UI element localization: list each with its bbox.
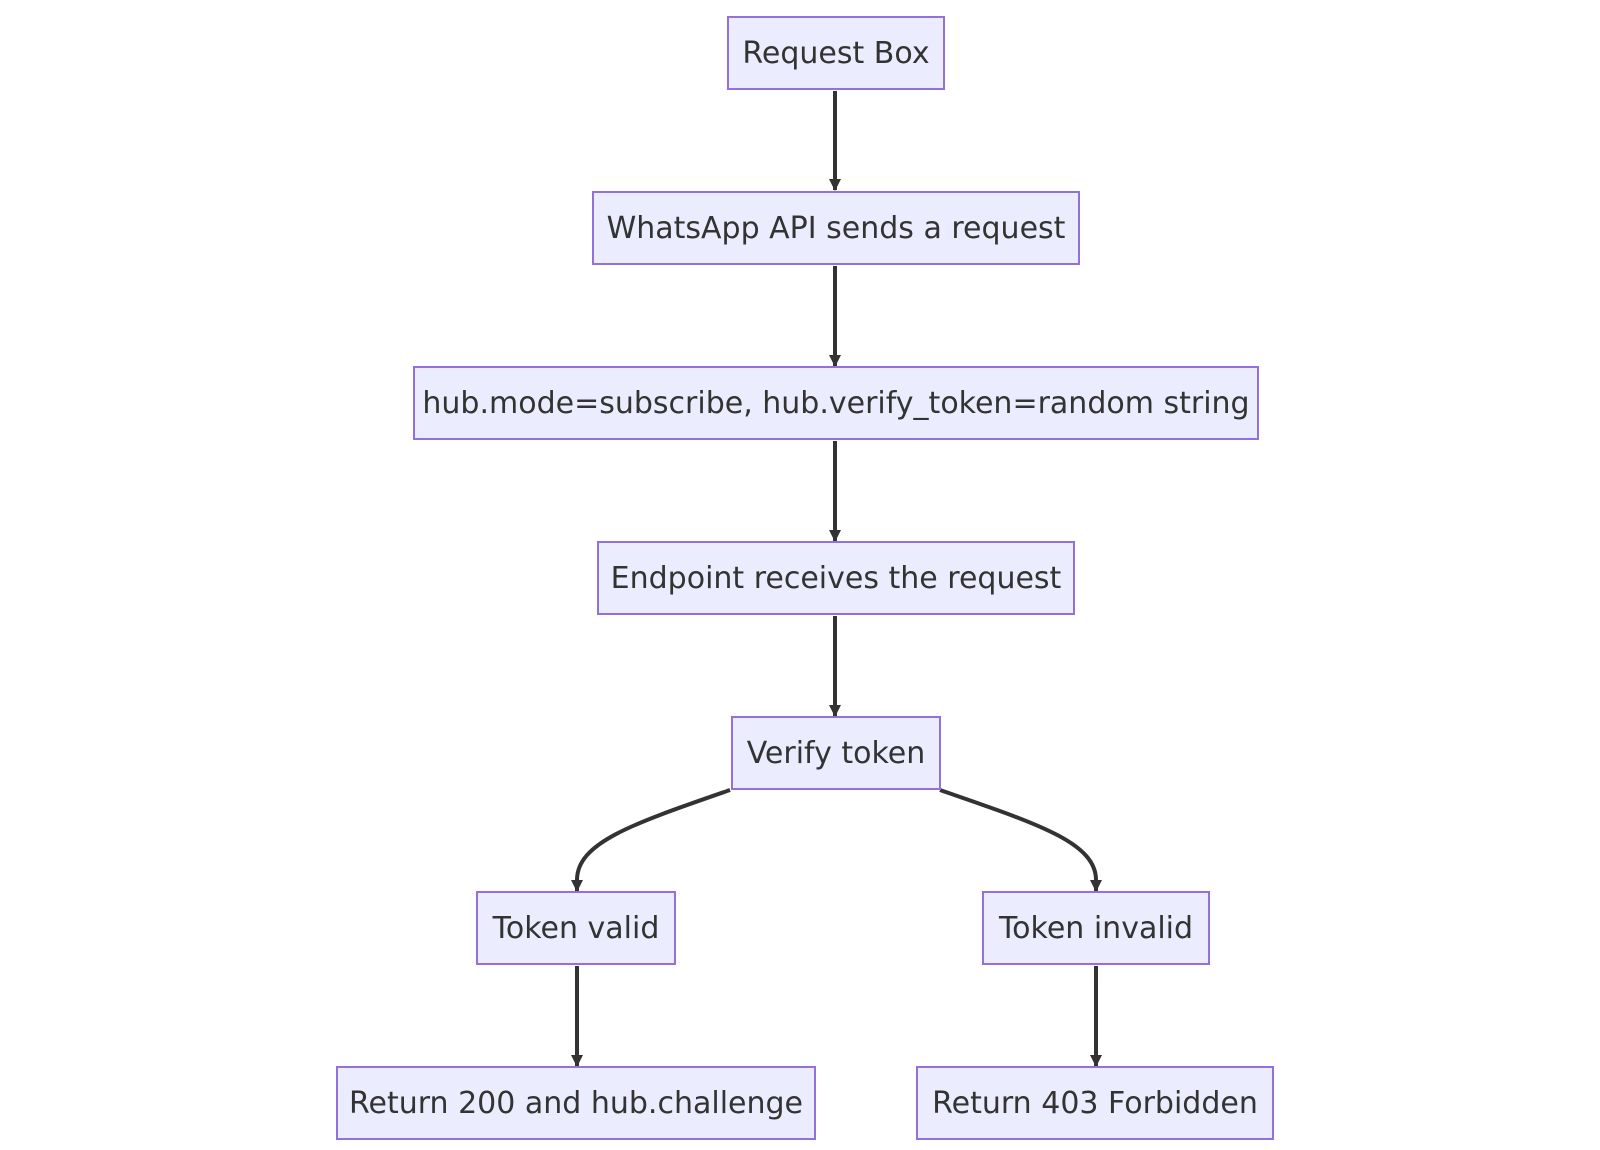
node-hub-params: hub.mode=subscribe, hub.verify_token=ran… bbox=[413, 366, 1259, 440]
node-return-403: Return 403 Forbidden bbox=[916, 1066, 1274, 1140]
node-request-box: Request Box bbox=[727, 16, 945, 90]
node-return-200: Return 200 and hub.challenge bbox=[336, 1066, 816, 1140]
node-verify-token: Verify token bbox=[731, 716, 941, 790]
node-whatsapp-request: WhatsApp API sends a request bbox=[592, 191, 1080, 265]
node-token-valid: Token valid bbox=[476, 891, 676, 965]
node-token-invalid: Token invalid bbox=[982, 891, 1210, 965]
node-endpoint-receives: Endpoint receives the request bbox=[597, 541, 1075, 615]
edge-verify-token-to-token-valid bbox=[571, 788, 731, 892]
edge-verify-token-to-token-invalid bbox=[939, 788, 1102, 892]
